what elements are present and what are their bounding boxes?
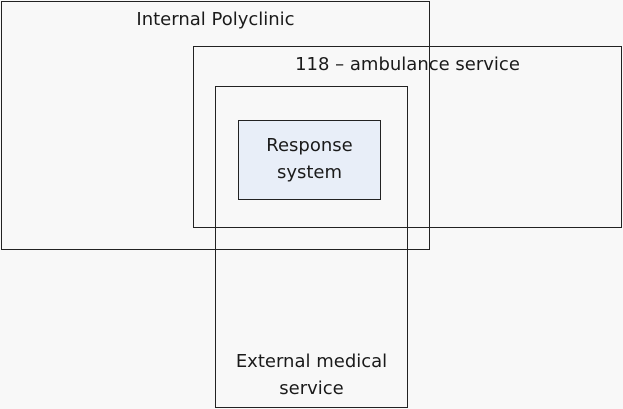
response-system-label: Response system [266, 135, 353, 183]
external-medical-service-box [215, 86, 408, 408]
ambulance-service-label: 118 – ambulance service [295, 54, 520, 75]
internal-polyclinic-label: Internal Polyclinic [136, 9, 295, 30]
response-system-box [238, 120, 381, 200]
external-medical-service-label: External medical service [235, 351, 388, 399]
